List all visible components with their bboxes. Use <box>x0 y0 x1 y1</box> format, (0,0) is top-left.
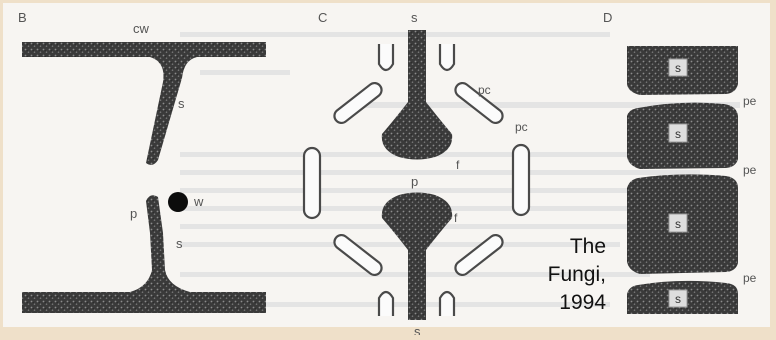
pore-label-c: p <box>411 174 418 189</box>
woronin-body-label: w <box>193 194 204 209</box>
cell-label-1: s <box>675 61 681 75</box>
woronin-body <box>168 192 188 212</box>
pore-cap-label-1: pc <box>478 83 491 97</box>
cell-label-2: s <box>675 127 681 141</box>
panel-d-letter: D <box>603 10 612 25</box>
pe-label-3: pe <box>743 271 757 285</box>
septum-label-bottom: s <box>176 236 183 251</box>
pore-label-b: p <box>130 206 137 221</box>
credit-line-3: 1994 <box>496 289 606 317</box>
credit-line-1: The <box>496 233 606 261</box>
panel-b-letter: B <box>18 10 27 25</box>
credit-line-2: Fungi, <box>496 261 606 289</box>
septum-label-bottom-c: s <box>414 324 421 335</box>
panel-c-letter: C <box>318 10 327 25</box>
source-credit: The Fungi, 1994 <box>496 233 606 317</box>
pe-label-1: pe <box>743 94 757 108</box>
pe-label-2: pe <box>743 163 757 177</box>
septum-label-top: s <box>178 96 185 111</box>
septum-label-top-c: s <box>411 10 418 25</box>
cell-label-3: s <box>675 217 681 231</box>
pore-cap-label-2: pc <box>515 120 528 134</box>
cell-label-4: s <box>675 292 681 306</box>
cell-wall-label: cw <box>133 21 150 36</box>
